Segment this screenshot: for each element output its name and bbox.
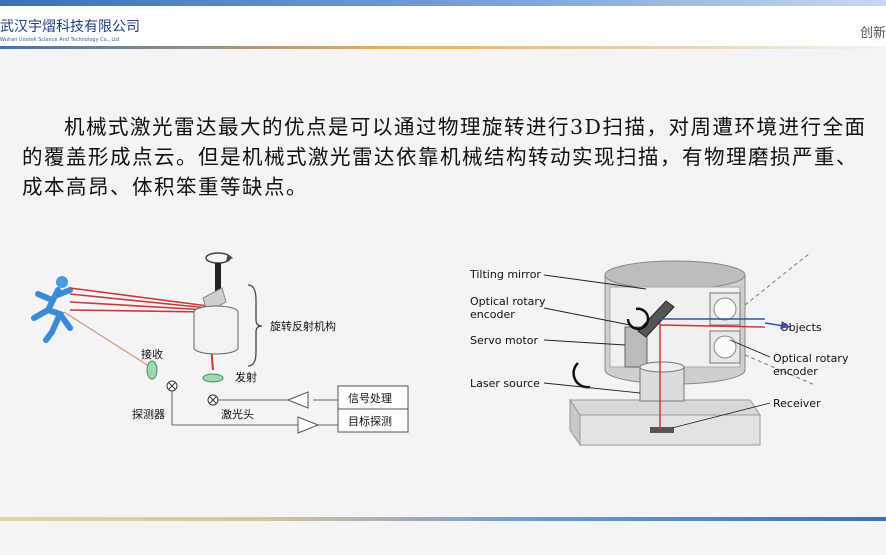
label-rotating-mechanism: 旋转反射机构 — [270, 319, 336, 333]
detector-icon — [166, 380, 178, 392]
leader-lines — [543, 274, 771, 429]
header-slogan: 创新 — [859, 26, 886, 41]
servo-motor-block — [624, 326, 648, 368]
label-signal-processing: 信号处理 — [348, 392, 392, 405]
emit-lens — [202, 373, 224, 383]
rotating-cylinder — [193, 305, 239, 355]
label-target-detection: 目标探测 — [348, 414, 392, 428]
label-optical-rotary-encoder-top-1: Optical rotary — [470, 295, 546, 308]
label-receiver: Receiver — [773, 397, 821, 410]
rotation-shaft — [215, 263, 221, 293]
label-laser-head: 激光头 — [221, 407, 254, 421]
slide-header: 武汉宇熠科技有限公司 Wuhan Uootek Science And Tech… — [0, 6, 886, 46]
signal-wires — [171, 391, 339, 426]
return-beam — [63, 311, 153, 369]
running-person-icon — [31, 276, 73, 343]
lidar-block-diagram: 旋转反射机构 发射 激光头 接收 探测器 信号处理 目标探测 — [31, 252, 409, 434]
label-optical-rotary-encoder-top-2: encoder — [470, 308, 515, 321]
top-accent-bar — [0, 0, 886, 6]
label-optical-rotary-encoder-right-1: Optical rotary — [773, 352, 849, 365]
objects-arrow-icon — [780, 321, 790, 329]
label-objects: Objects — [780, 321, 822, 334]
tilting-mirror-part — [637, 300, 675, 338]
mechanical-lidar-cutaway: Tilting mirror Optical rotary encoder Se… — [469, 252, 849, 447]
base-housing — [569, 398, 761, 447]
bracket — [247, 284, 263, 367]
mirror-rotation-arrow-icon — [626, 307, 650, 331]
header-divider — [0, 46, 886, 49]
label-optical-rotary-encoder-right-2: encoder — [773, 365, 818, 378]
receive-lens — [146, 360, 158, 380]
optical-windows — [709, 292, 741, 364]
laser-head-icon — [207, 394, 219, 406]
footer-divider — [0, 517, 886, 521]
company-name-en: Wuhan Uootek Science And Technology Co.,… — [0, 37, 120, 43]
laser-paths — [659, 318, 791, 430]
receive-amplifier — [297, 416, 320, 434]
company-logo: 武汉宇熠科技有限公司 Wuhan Uootek Science And Tech… — [0, 16, 140, 43]
company-name-cn: 武汉宇熠科技有限公司 — [0, 19, 140, 35]
label-servo-motor: Servo motor — [470, 334, 538, 347]
label-emit: 发射 — [235, 370, 257, 384]
head-rotation-arrow-icon — [572, 362, 591, 389]
label-laser-source: Laser source — [470, 377, 540, 390]
label-receive: 接收 — [141, 347, 163, 361]
receiver-plate — [650, 427, 674, 433]
label-detector: 探测器 — [132, 408, 165, 421]
label-tilting-mirror: Tilting mirror — [469, 268, 541, 281]
rotation-arrow-icon — [205, 252, 233, 264]
emit-amplifier — [286, 391, 309, 409]
body-paragraph: 机械式激光雷达最大的优点是可以通过物理旋转进行3D扫描，对周遭环境进行全面的覆盖… — [22, 115, 867, 199]
laser-source-part — [639, 361, 685, 402]
scan-lines — [744, 252, 816, 386]
